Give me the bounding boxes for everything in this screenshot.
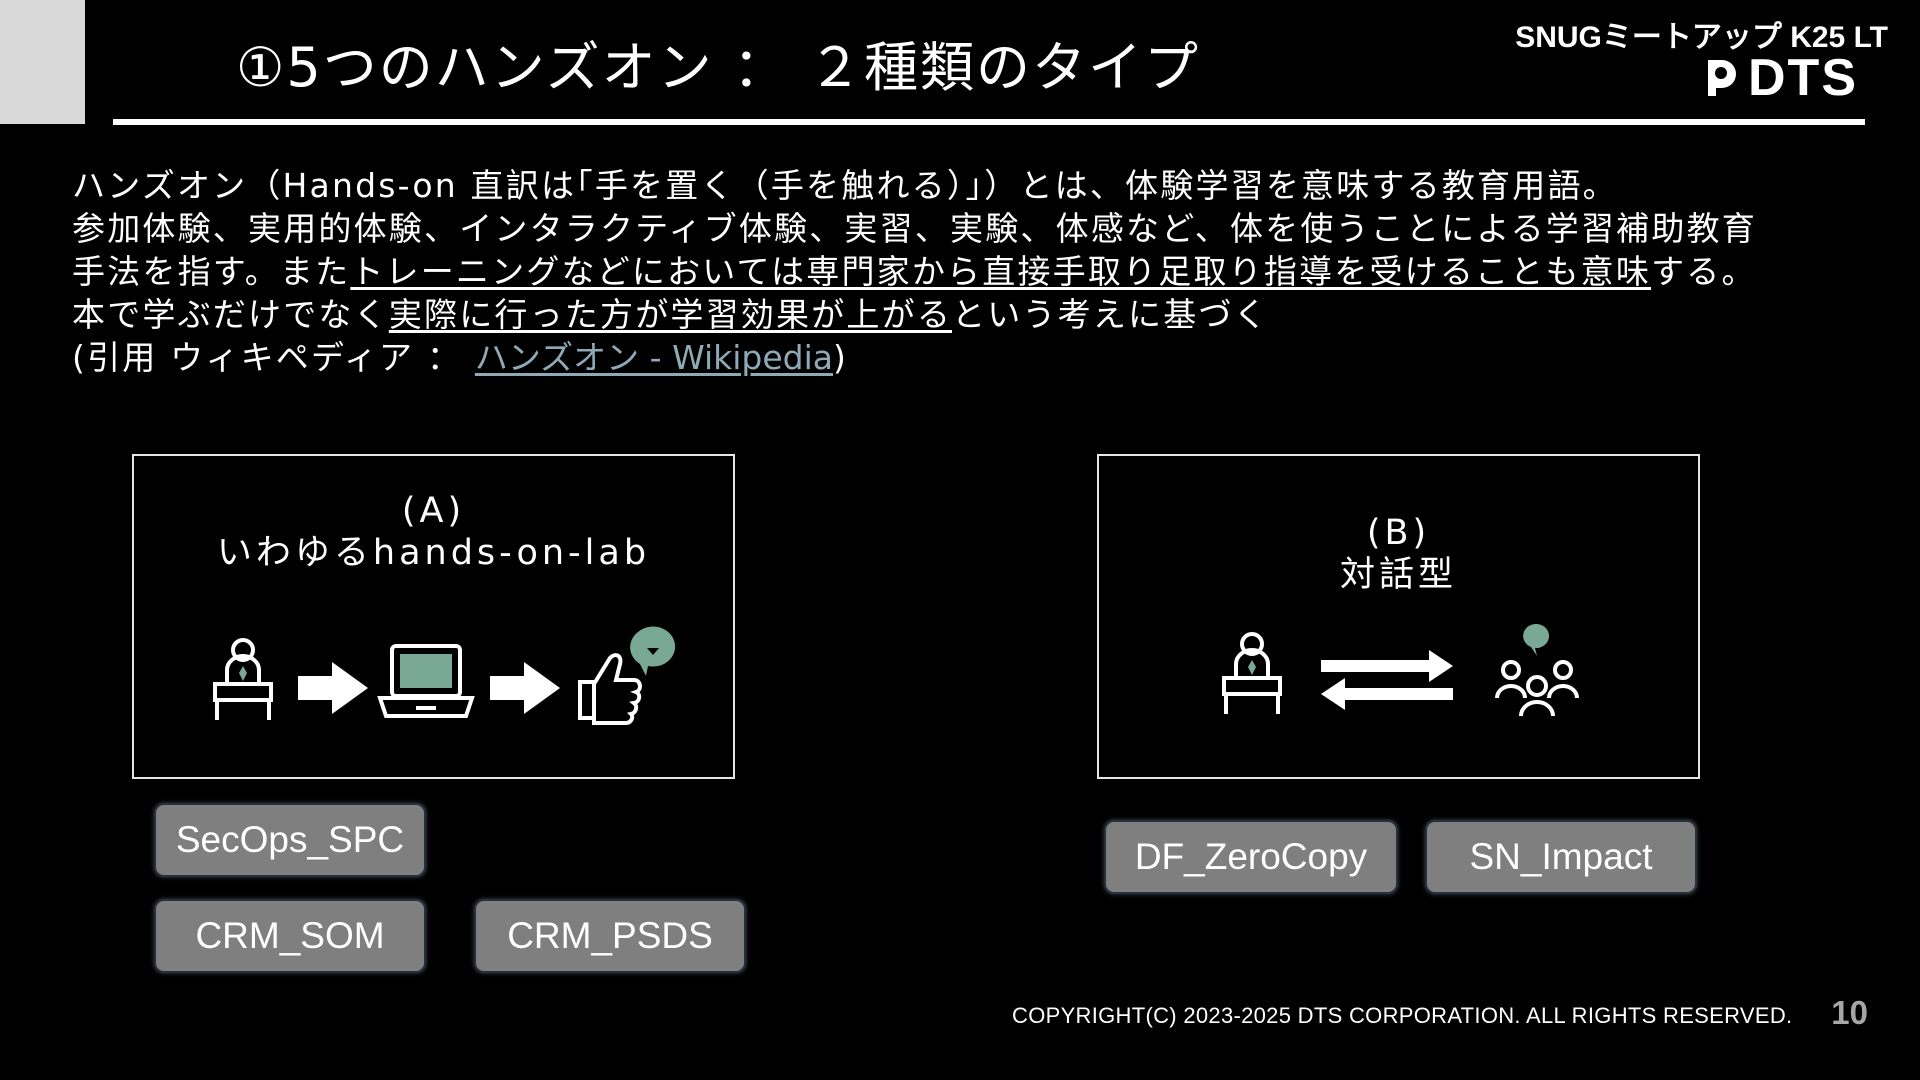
panel-b-subtitle: 対話型	[1339, 555, 1457, 595]
panel-b-label: (B)	[1366, 513, 1431, 553]
tag-sn-impact[interactable]: SN_Impact	[1425, 820, 1697, 894]
intro-line-3-underlined: トレーニングなどにおいては専門家から直接手取り足取り指導を受けることも意味	[350, 252, 1652, 291]
presenter-icon	[1222, 632, 1282, 714]
tag-crm-som[interactable]: CRM_SOM	[154, 899, 426, 973]
tag-crm-psds[interactable]: CRM_PSDS	[474, 899, 746, 973]
tag-secops-spc[interactable]: SecOps_SPC	[154, 803, 426, 877]
title-underline	[113, 119, 1865, 125]
intro-line-4: 本で学ぶだけでなく実際に行った方が学習効果が上がるという考えに基づく	[72, 293, 1872, 336]
panel-b-flow	[1222, 623, 1579, 717]
intro-line-3-end: する。	[1651, 252, 1757, 291]
citation-prefix: (引用 ウィキペディア ：	[72, 338, 475, 377]
audience-icon	[1495, 623, 1579, 717]
intro-line-3-start: 手法を指す。また	[72, 252, 351, 291]
laptop-icon	[377, 644, 475, 718]
intro-line-4-end: という考えに基づく	[952, 295, 1269, 334]
intro-line-1: ハンズオン（Hands-on 直訳は｢手を置く（手を触れる）｣）とは、体験学習を…	[72, 166, 1618, 205]
tag-df-zerocopy[interactable]: DF_ZeroCopy	[1104, 820, 1398, 894]
corner-block	[0, 0, 85, 124]
panel-hands-on-lab: (A) いわゆるhands-on-lab	[132, 454, 735, 779]
intro-line-4-start: 本で学ぶだけでなく	[72, 295, 389, 334]
citation-suffix: )	[833, 338, 849, 377]
logo-text: DTS	[1748, 49, 1858, 107]
event-label: SNUGミートアップ K25 LT	[1515, 21, 1888, 54]
copyright-notice: COPYRIGHT(C) 2023-2025 DTS CORPORATION. …	[1012, 1003, 1793, 1028]
dts-logo: DTS	[1704, 52, 1858, 104]
citation-line: (引用 ウィキペディア ： ハンズオン - Wikipedia)	[72, 336, 1872, 379]
panel-a-flow	[213, 626, 676, 725]
presenter-icon	[213, 638, 273, 720]
intro-line-2: 参加体験、実用的体験、インタラクティブ体験、実習、実験、体感など、体を使うことに…	[72, 209, 1757, 248]
panel-a-subtitle: いわゆるhands-on-lab	[216, 533, 651, 573]
arrow-right-icon	[298, 662, 368, 714]
intro-line-3: 手法を指す。またトレーニングなどにおいては専門家から直接手取り足取り指導を受ける…	[72, 250, 1872, 293]
exchange-arrows-icon	[1321, 650, 1453, 710]
intro-line-4-underlined: 実際に行った方が学習効果が上がる	[388, 295, 953, 334]
dts-logo-mark-icon	[1708, 60, 1736, 96]
intro-text: ハンズオン（Hands-on 直訳は｢手を置く（手を触れる）｣）とは、体験学習を…	[72, 164, 1872, 379]
wikipedia-link[interactable]: ハンズオン - Wikipedia	[474, 338, 834, 377]
page-number: 10	[1831, 994, 1868, 1031]
panel-a-label: (A)	[401, 491, 466, 531]
panel-interactive: (B) 対話型	[1097, 454, 1700, 779]
thumbs-up-icon	[578, 626, 676, 725]
arrow-right-icon	[490, 662, 560, 714]
slide-title: ①5つのハンズオン ： ２種類のタイプ	[236, 36, 1201, 99]
